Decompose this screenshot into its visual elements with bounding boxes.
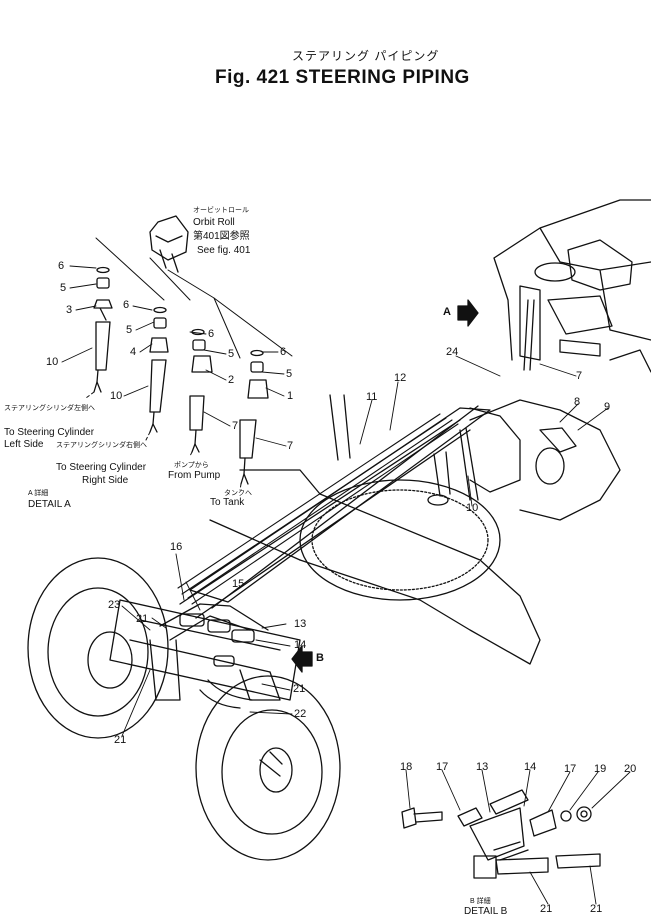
nut-20 bbox=[576, 806, 592, 822]
detail-b-drawing bbox=[401, 789, 601, 879]
callout-16: 16 bbox=[170, 541, 183, 553]
note-orbit-jp: オービットロール bbox=[193, 207, 249, 214]
moldboard bbox=[299, 493, 541, 665]
callout-leaders bbox=[61, 265, 631, 905]
callout-5: 5 bbox=[228, 348, 235, 360]
detail-a-label: DETAIL A bbox=[28, 499, 71, 510]
callout-6: 6 bbox=[123, 299, 130, 311]
note-orbit: Orbit Roll bbox=[193, 217, 235, 228]
callout-17: 17 bbox=[564, 763, 577, 775]
arrow-a bbox=[457, 299, 479, 327]
callout-20: 20 bbox=[624, 763, 637, 775]
note-left-line1: To Steering Cylinder bbox=[4, 427, 95, 438]
callout-7: 7 bbox=[287, 440, 294, 452]
callout-5: 5 bbox=[286, 368, 293, 380]
callout-6: 6 bbox=[280, 346, 287, 358]
callout-2: 2 bbox=[228, 374, 235, 386]
hose-10-left bbox=[95, 321, 111, 371]
cab-outline bbox=[493, 199, 651, 361]
callout-21: 21 bbox=[590, 903, 603, 915]
detail-a-drawing bbox=[85, 215, 293, 491]
note-right-line2: Right Side bbox=[82, 475, 129, 486]
note-pump-jp: ポンプから bbox=[174, 462, 209, 469]
note-tank: To Tank bbox=[210, 497, 245, 508]
callout-15: 15 bbox=[232, 578, 245, 590]
callout-13: 13 bbox=[294, 618, 307, 630]
steering-wheel bbox=[534, 262, 576, 282]
callout-21: 21 bbox=[136, 613, 149, 625]
hose-21-b bbox=[555, 853, 601, 869]
callout-19: 19 bbox=[594, 763, 607, 775]
bolt-18 bbox=[401, 807, 443, 829]
hose-10-mid bbox=[149, 359, 167, 413]
note-left-line2: Left Side bbox=[4, 439, 44, 450]
detail-b-label: DETAIL B bbox=[464, 906, 508, 917]
note-right-jp: ステアリングシリンダ右側へ bbox=[56, 442, 147, 449]
washer-19 bbox=[560, 810, 572, 822]
detail-b-jp: B 詳細 bbox=[470, 898, 491, 905]
view-a-label: A bbox=[443, 306, 451, 318]
hose-7-right bbox=[239, 419, 257, 459]
front-wheel-right bbox=[195, 675, 341, 861]
orbit-roll-valve bbox=[149, 215, 189, 261]
callout-21: 21 bbox=[293, 683, 306, 695]
callout-9: 9 bbox=[604, 401, 611, 413]
callout-11: 11 bbox=[366, 391, 378, 403]
front-wheel-left bbox=[27, 557, 169, 739]
callout-23: 23 bbox=[108, 599, 121, 611]
motor-grader-drawing bbox=[27, 199, 651, 861]
note-pump: From Pump bbox=[168, 470, 221, 481]
bracket-13-14 bbox=[469, 807, 525, 861]
callout-10: 10 bbox=[110, 390, 123, 402]
callout-6: 6 bbox=[58, 260, 65, 272]
callout-21: 21 bbox=[540, 903, 553, 915]
callout-10: 10 bbox=[466, 502, 479, 514]
note-see: See fig. 401 bbox=[197, 245, 251, 256]
callout-10: 10 bbox=[46, 356, 59, 368]
callout-8: 8 bbox=[574, 396, 581, 408]
figure-title: Fig. 421 STEERING PIPING bbox=[215, 67, 470, 88]
callout-5: 5 bbox=[126, 324, 133, 336]
callout-3: 3 bbox=[66, 304, 73, 316]
note-right-line1: To Steering Cylinder bbox=[56, 462, 147, 473]
callout-21: 21 bbox=[114, 734, 127, 746]
note-tank-jp: タンクへ bbox=[224, 490, 252, 497]
detail-a-jp: A 詳細 bbox=[28, 490, 49, 497]
arrow-b bbox=[291, 645, 313, 673]
callout-6: 6 bbox=[208, 328, 215, 340]
callout-13: 13 bbox=[476, 761, 489, 773]
callout-7: 7 bbox=[232, 420, 239, 432]
hose-21-a bbox=[495, 857, 549, 875]
callout-24: 24 bbox=[446, 346, 459, 358]
callout-14: 14 bbox=[294, 639, 307, 651]
callout-7: 7 bbox=[576, 370, 583, 382]
callout-18: 18 bbox=[400, 761, 413, 773]
callout-1: 1 bbox=[287, 390, 294, 402]
view-b-label: B bbox=[316, 652, 324, 664]
pipe-11 bbox=[177, 413, 447, 595]
callout-4: 4 bbox=[130, 346, 137, 358]
callout-17: 17 bbox=[436, 761, 449, 773]
callout-14: 14 bbox=[524, 761, 537, 773]
callout-12: 12 bbox=[394, 372, 407, 384]
note-left-jp: ステアリングシリンダ左側へ bbox=[4, 405, 95, 412]
callout-5: 5 bbox=[60, 282, 67, 294]
hose-7-left bbox=[189, 395, 205, 431]
figure-title-japanese: ステアリング パイピング bbox=[292, 49, 440, 63]
note-see-jp: 第401図参照 bbox=[193, 231, 250, 242]
circle-turntable bbox=[299, 479, 501, 601]
callout-22: 22 bbox=[294, 708, 307, 720]
detail-a-leader-lines bbox=[95, 237, 241, 359]
